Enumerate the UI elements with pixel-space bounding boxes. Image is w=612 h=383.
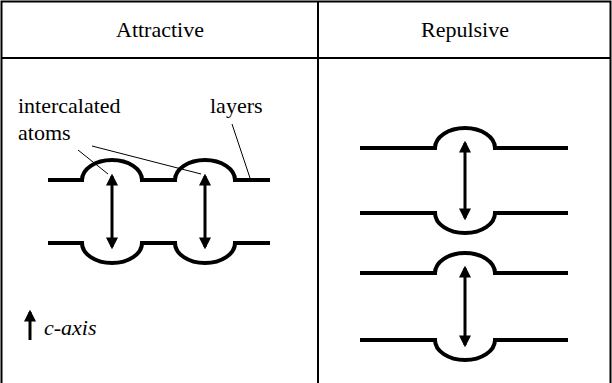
part-label: layers: [210, 92, 263, 119]
double-arrow: [111, 176, 114, 247]
part-label: intercalated atoms: [18, 92, 138, 146]
axis-label: c-axis: [44, 314, 97, 341]
double-arrow: [464, 143, 467, 218]
axis-arrow: [29, 312, 32, 340]
double-arrow: [204, 176, 207, 247]
layer-line: [48, 243, 270, 263]
column-header: Repulsive: [421, 16, 509, 43]
column-header: Attractive: [116, 16, 204, 43]
leader-line: [232, 124, 250, 178]
leader-line: [92, 146, 201, 174]
leader-line: [78, 150, 108, 174]
header-rule: [1, 57, 611, 59]
double-arrow: [464, 268, 467, 345]
